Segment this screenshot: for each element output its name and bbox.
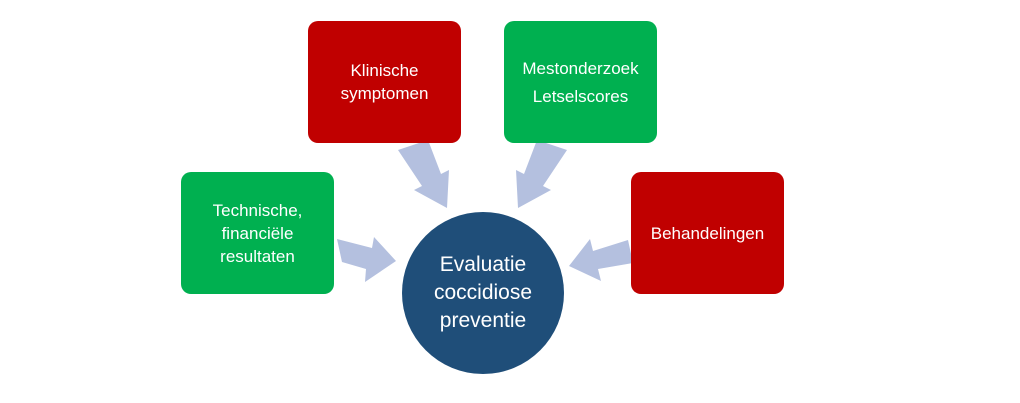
box-label-line: Mestonderzoek [522,58,639,78]
box-label-line: financiële [221,223,294,243]
box-klinische-symptomen: Klinische symptomen [308,21,461,143]
box-mestonderzoek-letselscores: Mestonderzoek Letselscores [504,21,657,143]
center-label-line: coccidiose [433,281,533,304]
center-label-line: preventie [439,309,527,332]
arrow-behandelingen-to-center [569,239,633,281]
arrow-technische-to-center [337,237,396,282]
box-label-line: resultaten [220,246,295,266]
center-label-line: Evaluatie [439,253,527,276]
box-label-line: Klinische [350,61,419,80]
center-circle: Evaluatie coccidiose preventie [402,212,564,374]
box-label-line: Behandelingen [650,223,765,243]
arrow-meston-to-center [516,140,567,208]
box-label-line: Technische, [212,200,303,220]
box-label-line: symptomen [340,84,429,103]
box-technische-resultaten: Technische, financiële resultaten [181,172,334,294]
arrow-klinische-to-center [398,140,449,208]
box-behandelingen: Behandelingen [631,172,784,294]
box-label-line: Letselscores [532,86,629,106]
